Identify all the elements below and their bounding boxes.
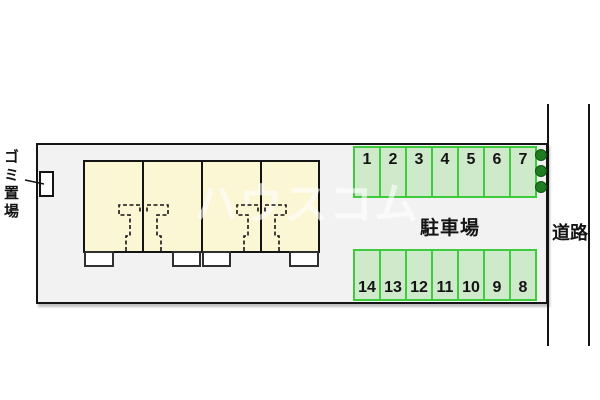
parking-space: 8	[509, 249, 537, 301]
parking-lot-label: 駐車場	[420, 218, 481, 239]
road-edge-line-inner	[547, 104, 549, 346]
entrance-porch	[84, 251, 114, 267]
unit-divider	[142, 162, 144, 251]
parking-row-top: 1 2 3 4 5 6 7	[353, 146, 537, 198]
parking-space: 9	[483, 249, 511, 301]
garbage-area-label: ゴミ置場	[2, 149, 19, 221]
unit-divider	[260, 162, 262, 251]
entrance-porch	[172, 251, 201, 267]
parking-space: 4	[431, 146, 459, 198]
parking-space: 12	[405, 249, 433, 301]
parking-space: 6	[483, 146, 511, 198]
road-label: 道路	[552, 223, 588, 243]
watermark-text: ハウスコム	[194, 180, 419, 229]
parking-space: 3	[405, 146, 433, 198]
parking-space: 5	[457, 146, 485, 198]
parking-space: 2	[379, 146, 407, 198]
parking-space: 10	[457, 249, 485, 301]
parking-space: 13	[379, 249, 407, 301]
parking-row-bottom: 14 13 12 11 10 9 8	[353, 249, 537, 301]
unit-divider	[201, 162, 203, 251]
road-edge-line-outer	[588, 104, 590, 346]
entrance-porch	[289, 251, 319, 267]
entrance-porch	[202, 251, 231, 267]
garbage-bin	[39, 171, 54, 197]
parking-space: 11	[431, 249, 459, 301]
parking-space: 7	[509, 146, 537, 198]
parking-space: 14	[353, 249, 381, 301]
